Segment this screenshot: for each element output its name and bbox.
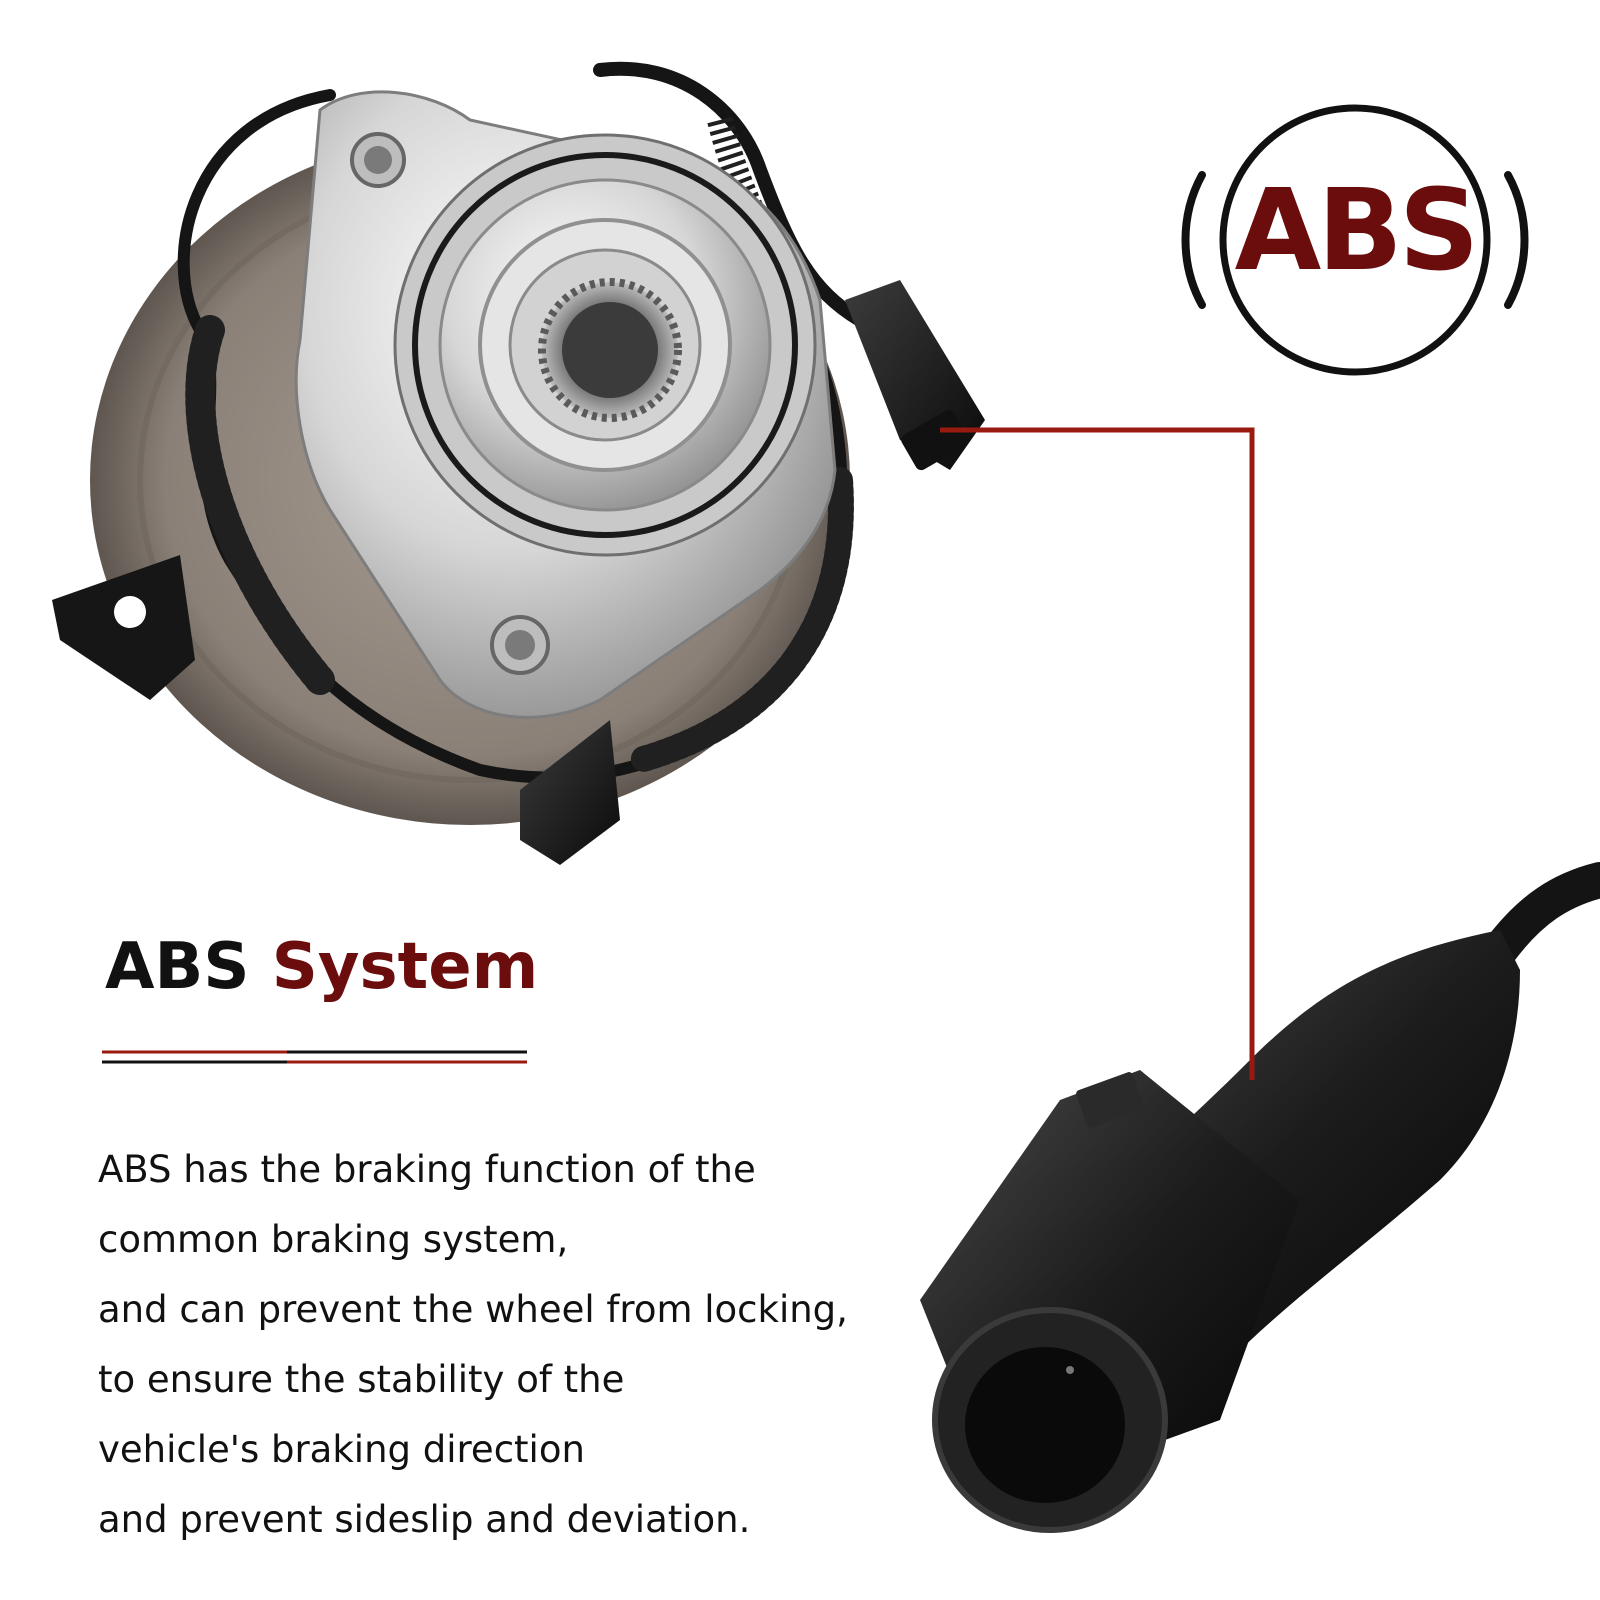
heading-divider: [102, 1050, 527, 1064]
description-line: vehicle's braking direction: [98, 1428, 585, 1471]
description-line: to ensure the stability of the: [98, 1358, 625, 1401]
description-line: and prevent sideslip and deviation.: [98, 1498, 751, 1541]
description-line: common braking system,: [98, 1218, 569, 1261]
abs-badge-text: ABS: [1234, 166, 1480, 296]
abs-warning-icon: ABS: [1180, 95, 1530, 395]
description-text: ABS has the braking function of the comm…: [98, 1135, 938, 1555]
heading-word-abs: ABS: [105, 930, 250, 1004]
heading-word-system: System: [271, 930, 539, 1004]
description-line: and can prevent the wheel from locking,: [98, 1288, 848, 1331]
description-line: ABS has the braking function of the: [98, 1148, 756, 1191]
abs-badge-ring: [1181, 104, 1529, 376]
section-heading: ABS System: [105, 935, 538, 999]
